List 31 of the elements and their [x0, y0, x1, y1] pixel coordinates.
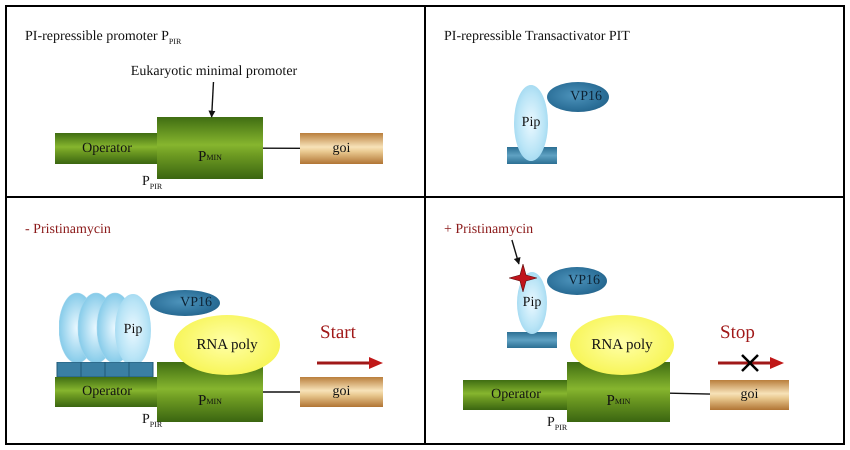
gene-box: goi	[300, 133, 383, 164]
status-label: Stop	[720, 322, 755, 344]
arrow	[511, 240, 521, 265]
promoter-label: P$_{PIR}$	[547, 415, 568, 432]
pip-protein-ellipse: Pip	[514, 85, 548, 161]
rna-polymerase-ellipse: RNA poly	[174, 315, 280, 375]
activation-domain-ellipse: VP16	[150, 290, 220, 316]
panel-heading: - Pristinamycin	[25, 222, 111, 238]
activation-domain-ellipse: VP16	[547, 267, 607, 295]
connector-line	[263, 148, 300, 150]
panel	[5, 196, 426, 445]
star-icon	[509, 264, 537, 292]
panel	[5, 5, 426, 198]
panel-heading: + Pristinamycin	[444, 220, 574, 240]
connector-line	[263, 391, 300, 393]
status-label: Start	[320, 322, 356, 344]
connector-line	[670, 392, 710, 395]
rna-polymerase-ellipse: RNA poly	[570, 315, 674, 375]
activation-domain-ellipse: VP16	[547, 82, 609, 112]
panel-heading: PI-repressible Transactivator PIT	[444, 29, 630, 45]
annotation-text: Eukaryotic minimal promoter	[99, 62, 329, 82]
operator-box: Operator	[55, 377, 159, 407]
gene-box: goi	[300, 377, 383, 407]
panel	[424, 5, 845, 198]
arrow	[208, 82, 216, 118]
panel-heading: PI-repressible promoter P$_{PIR}$	[25, 29, 182, 46]
pip-protein-ellipse: Pip	[517, 272, 547, 334]
operator-box: Operator	[463, 380, 569, 410]
panel	[424, 196, 845, 445]
gene-box: goi	[710, 380, 789, 410]
operator-box: Operator	[55, 133, 159, 164]
